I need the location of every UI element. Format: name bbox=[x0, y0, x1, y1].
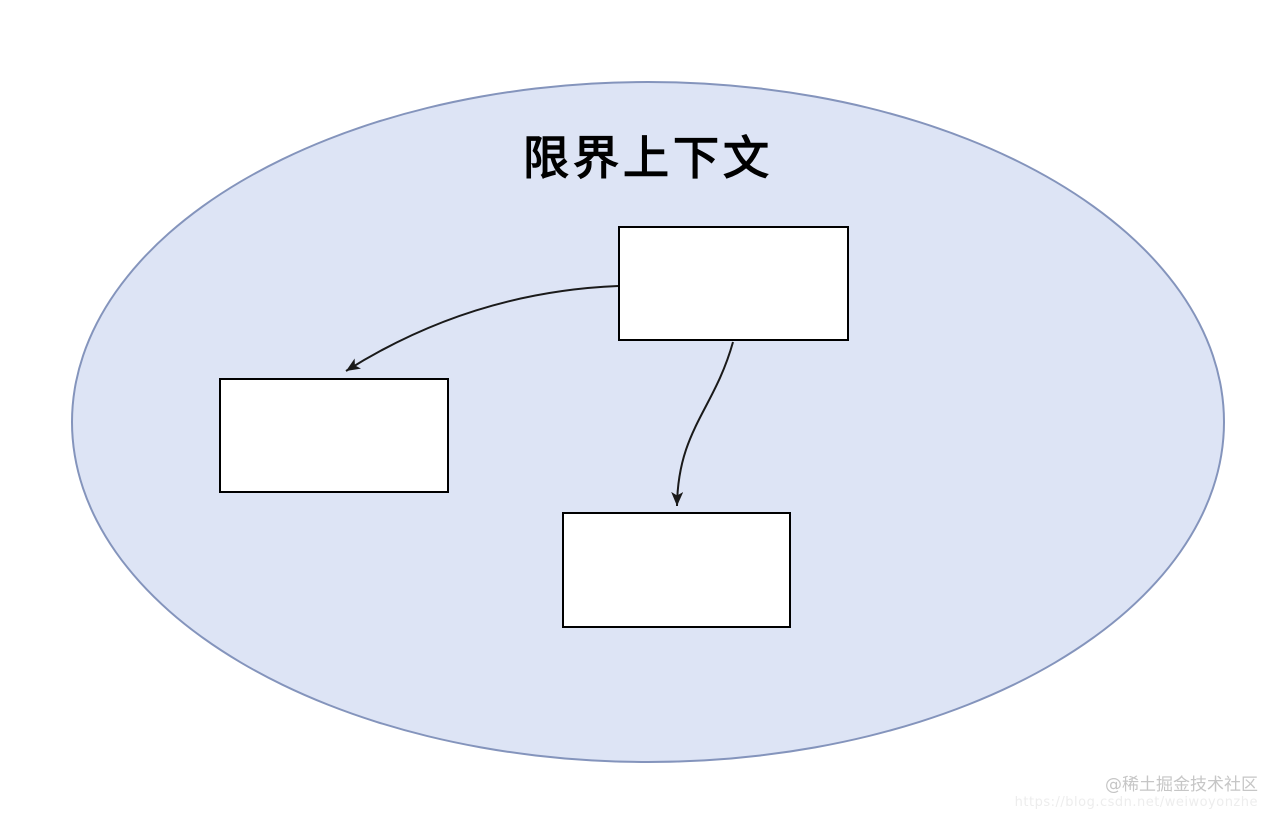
watermark: @稀土掘金技术社区 https://blog.csdn.net/weiwoyon… bbox=[1015, 775, 1258, 811]
diagram-box-bottom bbox=[562, 512, 791, 628]
diagram-box-top bbox=[618, 226, 849, 341]
watermark-community: @稀土掘金技术社区 bbox=[1105, 775, 1258, 795]
bounded-context-label: 限界上下文 bbox=[523, 131, 773, 185]
diagram-box-left bbox=[219, 378, 449, 493]
watermark-url: https://blog.csdn.net/weiwoyonzhe bbox=[1014, 795, 1258, 810]
